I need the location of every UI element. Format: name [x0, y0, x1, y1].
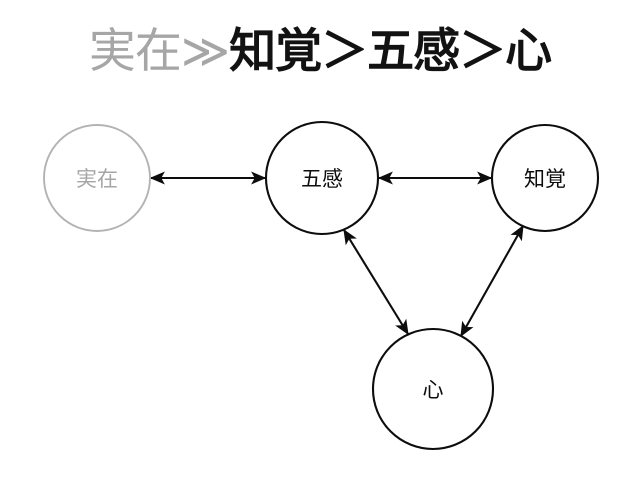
node-kokoro-label: 心: [423, 378, 444, 402]
node-jitsuzai[interactable]: 実在: [43, 124, 151, 232]
node-gokan[interactable]: 五感: [264, 120, 380, 236]
edge-chikaku-kokoro[interactable]: [460, 224, 524, 338]
title-dim-segment: 実在≫: [88, 24, 230, 79]
node-group: 実在 五感 知覚 心: [43, 120, 600, 451]
node-kokoro-circle[interactable]: [371, 327, 495, 451]
node-chikaku-circle[interactable]: [490, 123, 600, 233]
node-kokoro[interactable]: 心: [371, 327, 495, 451]
edge-gokan-kokoro[interactable]: [343, 228, 409, 336]
node-chikaku[interactable]: 知覚: [490, 123, 600, 233]
node-jitsuzai-label: 実在: [76, 167, 118, 191]
node-chikaku-label: 知覚: [524, 167, 566, 191]
node-gokan-circle[interactable]: [264, 120, 380, 236]
node-jitsuzai-circle[interactable]: [43, 124, 151, 232]
title-bold-segment: 知覚＞五感＞心: [229, 24, 552, 79]
node-gokan-label: 五感: [301, 167, 343, 191]
page-title: 実在≫知覚＞五感＞心: [0, 22, 640, 82]
edge-group: [149, 171, 524, 338]
